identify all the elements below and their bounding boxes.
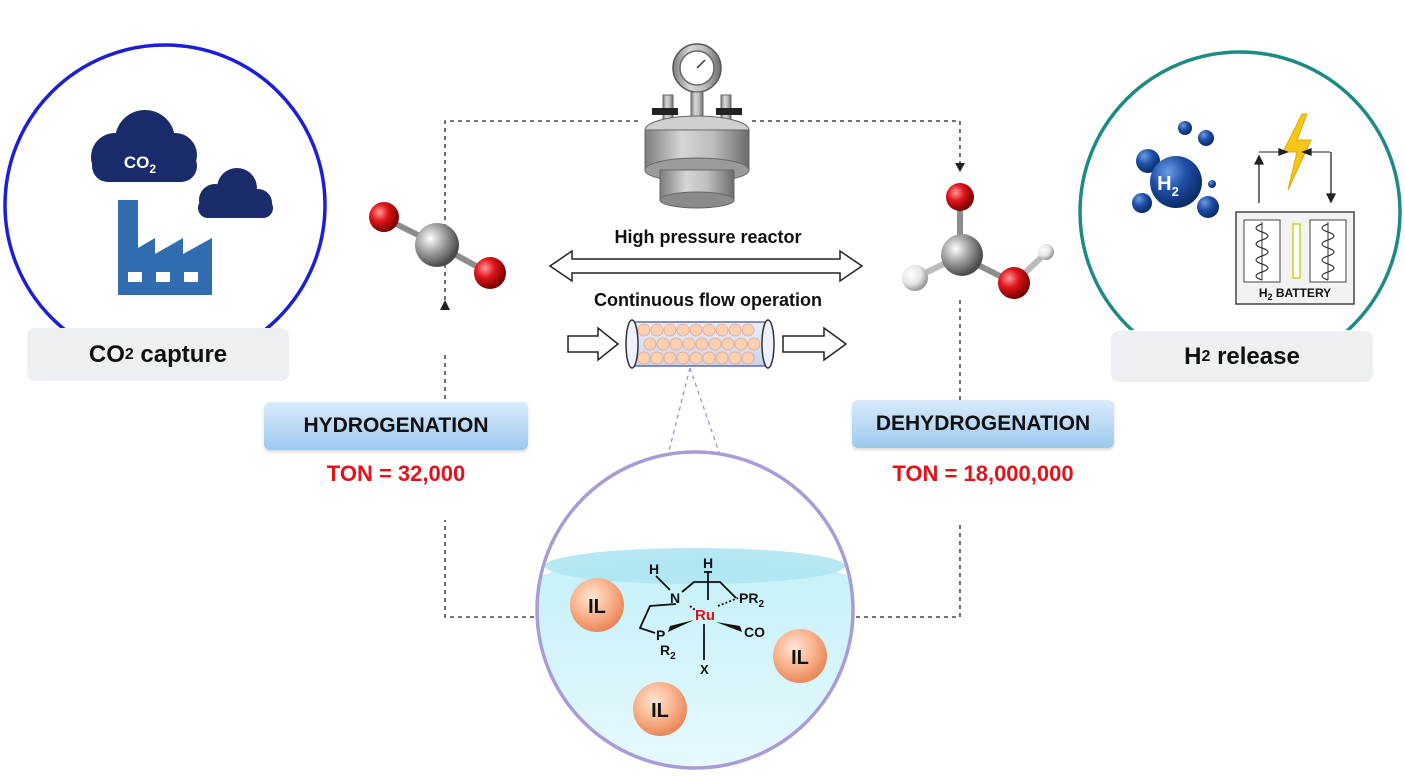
dehydrogenation-ton: TON = 18,000,000 — [892, 461, 1074, 486]
connector-top-right — [752, 120, 961, 163]
reversible-double-arrow — [548, 249, 864, 283]
hydrogenation-label: HYDROGENATION — [303, 414, 489, 437]
ru-complex-bonds — [638, 571, 739, 660]
h2-release-panel: H2 H2 BATTERY — [1078, 50, 1402, 330]
ionic-liquid-bubble-1 — [570, 578, 624, 632]
co2-cloud-icon — [91, 110, 197, 182]
ionic-liquid-bubble-3 — [633, 682, 687, 736]
ru-wedge-co — [716, 622, 742, 632]
atom-p: P — [656, 627, 665, 643]
co2-capture-caption-rest: capture — [133, 340, 228, 368]
il-label-3: IL — [651, 700, 669, 722]
hydrogenation-box: HYDROGENATION — [264, 402, 528, 450]
catalyst-zoom-line-right — [689, 367, 721, 456]
h2-release-caption-rest: release — [1210, 342, 1300, 370]
catalyst-ring — [535, 450, 855, 770]
h2-release-caption-main: H — [1184, 342, 1202, 370]
h2-bubble-label: H2 — [1157, 173, 1179, 199]
flow-reactor-tube — [625, 319, 775, 369]
arrowhead-down-right — [955, 163, 965, 172]
ru-wedge-p — [668, 620, 694, 632]
catalyst-panel: IL IL IL H N H Ru PR2 P R2 CO X — [535, 450, 855, 770]
co2-molecule — [369, 202, 506, 289]
arrowhead-up-left — [440, 300, 450, 310]
atom-co: CO — [744, 624, 765, 640]
co2-capture-panel: CO2 — [3, 43, 327, 330]
co2-capture-caption-main: CO — [88, 340, 125, 368]
atom-pr2: PR2 — [739, 590, 764, 610]
h2-panel-ring — [1078, 50, 1402, 330]
hydrogenation-ton: TON = 32,000 — [326, 461, 466, 486]
charge-arrows — [1253, 148, 1337, 204]
battery-label: H2 BATTERY — [1259, 286, 1331, 302]
co2-capture-caption-sub: 2 — [124, 345, 134, 363]
co2-cloud-label: CO2 — [124, 153, 157, 176]
atom-r2: R2 — [660, 642, 676, 662]
high-pressure-reactor-icon — [644, 43, 750, 209]
il-label-2: IL — [791, 647, 809, 669]
il-label-1: IL — [588, 596, 606, 618]
atom-h-left: H — [649, 561, 659, 577]
atom-x: X — [700, 662, 709, 677]
atom-ru: Ru — [695, 607, 715, 624]
co2-panel-ring — [3, 43, 327, 330]
h2-battery-icon — [1235, 211, 1355, 305]
connector-bottom-left — [444, 520, 542, 618]
dehydrogenation-label: DEHYDROGENATION — [875, 412, 1091, 435]
h2-release-caption-sub: 2 — [1201, 347, 1211, 365]
flow-in-arrow — [567, 326, 620, 362]
ionic-liquid-bubble-2 — [773, 629, 827, 683]
h2-bubbles-icon — [1132, 121, 1219, 218]
atom-n: N — [670, 590, 680, 606]
reactor-label: High pressure reactor — [614, 227, 801, 247]
formic-acid-molecule — [902, 183, 1054, 299]
connector-bottom-right — [850, 525, 961, 618]
factory-windows — [128, 272, 198, 282]
catalyst-zoom-line-left — [667, 367, 691, 456]
flow-out-arrow — [782, 326, 848, 362]
flow-label: Continuous flow operation — [594, 290, 822, 310]
atom-h-top: H — [703, 555, 713, 571]
dehydrogenation-box: DEHYDROGENATION — [852, 400, 1114, 448]
small-cloud-icon — [198, 168, 273, 218]
